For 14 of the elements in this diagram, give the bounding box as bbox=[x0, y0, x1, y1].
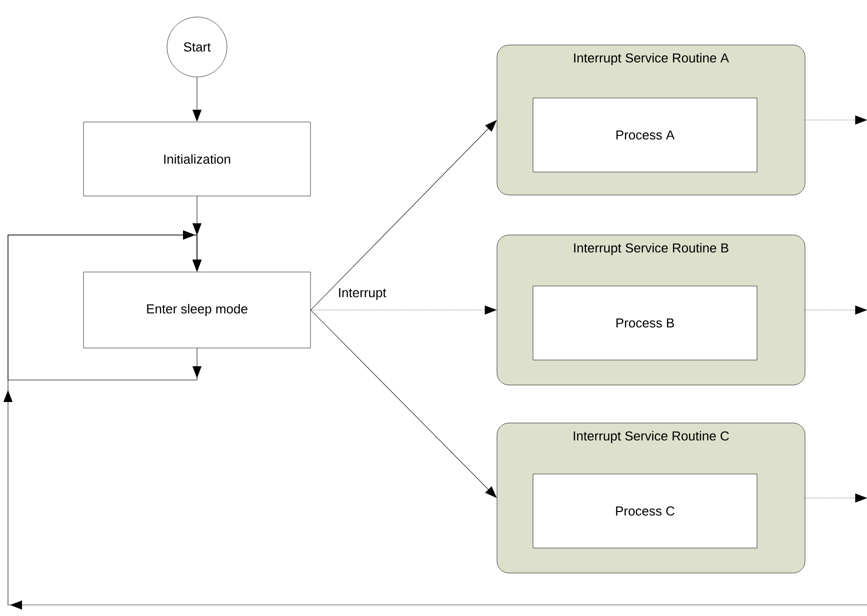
process-box: Process A bbox=[532, 98, 758, 172]
arrow bbox=[192, 76, 202, 122]
arrow bbox=[804, 306, 867, 314]
arrow bbox=[310, 120, 497, 310]
process-box: Initialization bbox=[83, 122, 311, 196]
process-box: Process B bbox=[532, 286, 758, 360]
process-box: Enter sleep mode bbox=[83, 272, 311, 348]
arrow bbox=[804, 116, 867, 124]
arrow bbox=[310, 306, 496, 314]
edge-label: Interrupt bbox=[336, 287, 388, 301]
arrow bbox=[310, 310, 497, 498]
process-box: Process C bbox=[532, 474, 758, 548]
arrow bbox=[804, 494, 867, 502]
arrow bbox=[4, 230, 867, 610]
